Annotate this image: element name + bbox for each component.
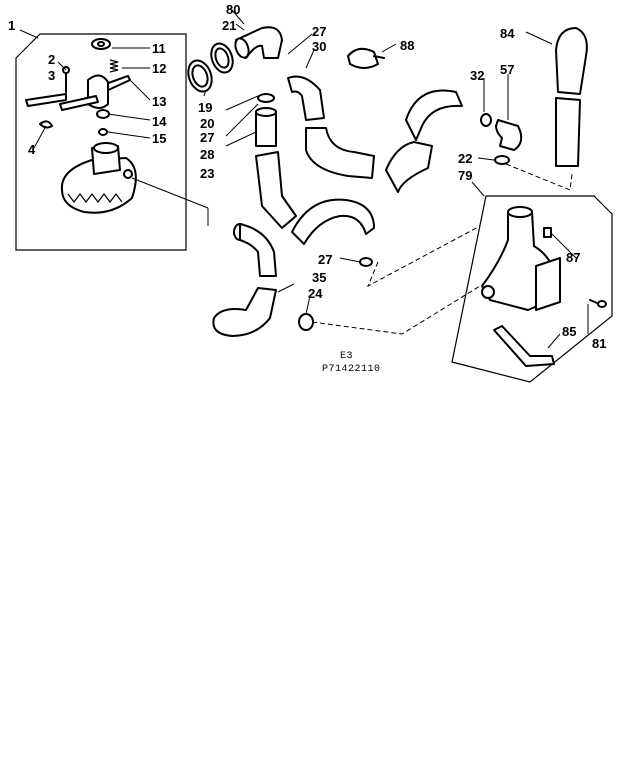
part-pump-base [60,142,137,214]
diagram-caption: E3 P71422110 [322,351,381,375]
part-84-hose [555,27,588,167]
part-87-bolt [543,227,552,238]
label-19: 19 [198,100,212,115]
label-84: 84 [500,26,515,41]
part-19-seal [187,59,213,93]
label-87: 87 [566,250,580,265]
label-57: 57 [500,62,514,77]
label-35: 35 [312,270,326,285]
label-20: 20 [200,116,214,131]
part-28-tube [255,107,277,147]
part-23-connector [233,223,277,277]
label-27-c: 27 [318,252,332,267]
label-1: 1 [8,18,15,33]
part-22-clamp [494,155,510,165]
part-11-cap [91,38,111,50]
label-28: 28 [200,147,214,162]
part-79-pump [481,206,561,311]
label-2: 2 [48,52,55,67]
label-3: 3 [48,68,55,83]
label-24: 24 [308,286,323,301]
part-14-housing [96,109,110,119]
part-12-spring [109,59,119,73]
label-81: 81 [592,336,606,351]
label-32: 32 [470,68,484,83]
part-rhose [385,89,463,193]
part-27-clamp-lower [359,257,373,267]
part-30-hose [287,75,375,179]
label-27-b: 27 [312,24,326,39]
label-23: 23 [200,166,214,181]
label-15: 15 [152,131,166,146]
part-32-clamp [480,113,492,127]
part-valve-body [25,74,109,111]
label-14: 14 [152,114,167,129]
label-30: 30 [312,39,326,54]
part-21-ring [210,42,234,74]
leader-lines [19,9,589,349]
caption-line-1: E3 [340,351,353,362]
part-88-clamp [347,47,385,69]
label-85: 85 [562,324,576,339]
part-24-clamp [298,313,314,331]
label-79: 79 [458,168,472,183]
part-3-pin [62,66,70,93]
part-midhose [255,151,375,245]
label-21: 21 [222,18,236,33]
part-57-elbow [495,119,523,151]
part-35-hose [212,287,277,337]
label-11: 11 [152,41,166,56]
part-4-clip [39,120,53,129]
label-12: 12 [152,61,166,76]
part-15-washer [98,128,108,136]
part-80-elbow [234,26,283,59]
part-85-bracket [493,325,555,367]
label-80: 80 [226,2,240,17]
label-4: 4 [28,142,36,157]
assembly-1-box [15,33,187,251]
part-20-clamp [257,93,275,103]
assembly-79-box [451,195,613,383]
part-81-screw [589,299,607,308]
caption-line-2: P71422110 [322,364,381,375]
label-22: 22 [458,151,472,166]
part-labels: 1 2 3 4 11 12 13 14 15 19 20 21 22 23 24… [8,2,606,351]
label-13: 13 [152,94,166,109]
label-88: 88 [400,38,414,53]
label-27-a: 27 [200,130,214,145]
